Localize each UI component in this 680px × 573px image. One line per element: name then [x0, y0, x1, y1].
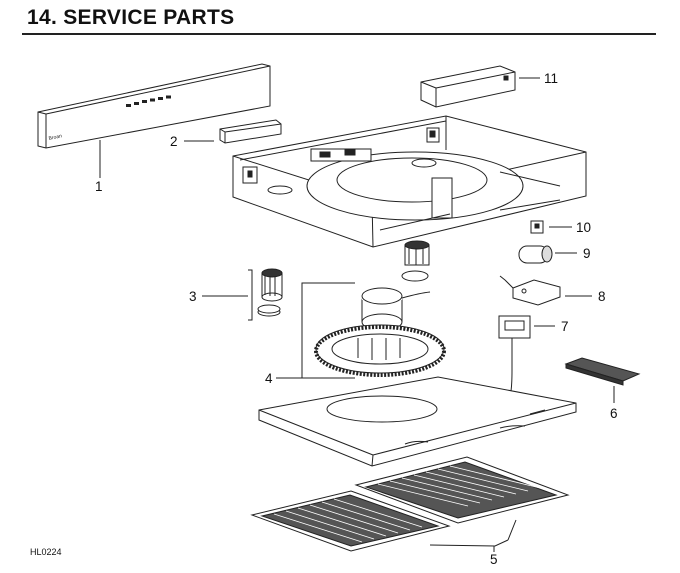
wiring-bracket-part — [499, 275, 592, 306]
bottom-panel — [258, 376, 577, 467]
clip-part — [530, 220, 572, 234]
callout-5: 5 — [490, 552, 498, 567]
capacitor-part — [518, 245, 577, 264]
light-socket-part — [498, 315, 555, 400]
title-rule — [22, 33, 656, 35]
hood-housing — [232, 115, 587, 248]
callout-10: 10 — [576, 220, 591, 235]
figure-code: HL0224 — [30, 547, 62, 557]
bracket-part — [184, 119, 282, 144]
page-title: 14. SERVICE PARTS — [27, 6, 235, 29]
blower-assembly-part — [276, 282, 446, 379]
front-panel-part: Broan — [37, 63, 271, 178]
control-board-part — [564, 357, 641, 403]
callout-8: 8 — [598, 289, 606, 304]
motor-mount — [401, 240, 430, 282]
grease-filters-part — [250, 456, 570, 552]
callout-1: 1 — [95, 179, 103, 194]
switch-buttons — [126, 95, 171, 107]
nameplate-logo: Broan — [48, 133, 63, 142]
top-cover-part — [420, 65, 540, 108]
callout-4: 4 — [265, 371, 273, 386]
callout-2: 2 — [170, 134, 178, 149]
motor-components-part — [202, 268, 283, 321]
callout-7: 7 — [561, 319, 569, 334]
callout-6: 6 — [610, 406, 618, 421]
callout-3: 3 — [189, 289, 197, 304]
callout-9: 9 — [583, 246, 591, 261]
callout-11: 11 — [544, 71, 558, 86]
callout-numbers: 1 2 3 4 5 6 7 8 9 10 11 — [95, 71, 618, 567]
